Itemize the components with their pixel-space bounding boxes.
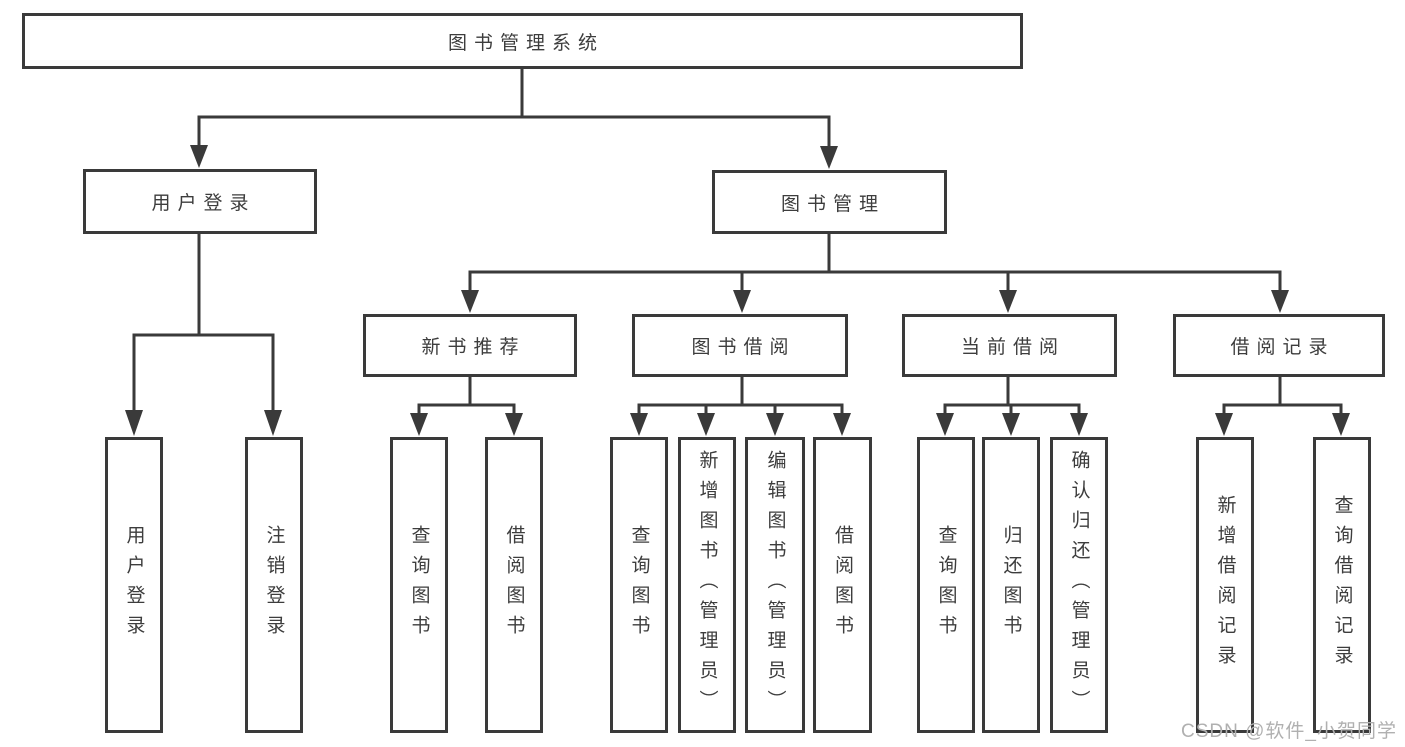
arrow-down-icon xyxy=(125,410,143,436)
arrow-down-icon xyxy=(733,290,751,313)
arrow-down-icon xyxy=(190,145,208,168)
leaf-add-book-admin: 新增图书（管理员） xyxy=(678,437,736,733)
arrow-down-icon xyxy=(999,290,1017,313)
leaf-borrow-books-borrowing: 借阅图书 xyxy=(813,437,872,733)
leaf-query-books-current-label: 查询图书 xyxy=(935,525,957,645)
leaf-query-borrow-record-label: 查询借阅记录 xyxy=(1331,495,1353,675)
leaf-user-login: 用户登录 xyxy=(105,437,163,733)
arrow-down-icon xyxy=(1070,413,1088,436)
arrow-down-icon xyxy=(1002,413,1020,436)
leaf-query-books-borrowing: 查询图书 xyxy=(610,437,668,733)
connector-borrowing-records-children xyxy=(1215,375,1350,436)
leaf-query-books-current: 查询图书 xyxy=(917,437,975,733)
node-book-management: 图书管理 xyxy=(712,170,947,234)
connector-book-management-sections xyxy=(461,232,1289,313)
leaf-borrow-books-recommend-label: 借阅图书 xyxy=(503,525,525,645)
node-new-book-recommend: 新书推荐 xyxy=(363,314,577,377)
leaf-query-books-borrowing-label: 查询图书 xyxy=(628,525,650,645)
leaf-return-books-label: 归还图书 xyxy=(1000,525,1022,645)
arrow-down-icon xyxy=(833,413,851,436)
node-borrowing-records-label: 借阅记录 xyxy=(1230,337,1335,358)
arrow-down-icon xyxy=(1271,290,1289,313)
leaf-logout-label: 注销登录 xyxy=(263,525,285,645)
node-user-login: 用户登录 xyxy=(83,169,317,234)
leaf-add-borrow-record: 新增借阅记录 xyxy=(1196,437,1254,733)
leaf-confirm-return-admin: 确认归还（管理员） xyxy=(1050,437,1108,733)
arrow-down-icon xyxy=(1332,413,1350,436)
connector-user-login-children xyxy=(125,232,282,436)
leaf-add-book-admin-label: 新增图书（管理员） xyxy=(696,450,718,720)
connector-current-borrowing-children xyxy=(936,375,1088,436)
connector-book-borrowing-children xyxy=(630,375,851,436)
arrow-down-icon xyxy=(410,413,428,436)
node-user-login-label: 用户登录 xyxy=(151,193,256,214)
arrow-down-icon xyxy=(505,413,523,436)
arrow-down-icon xyxy=(697,413,715,436)
leaf-borrow-books-borrowing-label: 借阅图书 xyxy=(832,525,853,645)
node-root-label: 图书管理系统 xyxy=(447,32,604,54)
node-root: 图书管理系统 xyxy=(22,13,1023,69)
leaf-edit-book-admin-label: 编辑图书（管理员） xyxy=(764,450,786,720)
leaf-user-login-label: 用户登录 xyxy=(123,525,145,645)
leaf-return-books: 归还图书 xyxy=(982,437,1040,733)
arrow-down-icon xyxy=(461,290,479,313)
node-current-borrowing: 当前借阅 xyxy=(902,314,1117,377)
node-borrowing-records: 借阅记录 xyxy=(1173,314,1385,377)
arrow-down-icon xyxy=(1215,413,1233,436)
node-current-borrowing-label: 当前借阅 xyxy=(960,337,1065,358)
leaf-logout: 注销登录 xyxy=(245,437,303,733)
leaf-borrow-books-recommend: 借阅图书 xyxy=(485,437,543,733)
node-book-borrowing-label: 图书借阅 xyxy=(691,337,796,358)
leaf-add-borrow-record-label: 新增借阅记录 xyxy=(1214,495,1236,675)
connector-root-to-level2 xyxy=(190,67,838,169)
node-book-borrowing: 图书借阅 xyxy=(632,314,848,377)
arrow-down-icon xyxy=(820,146,838,169)
csdn-watermark: CSDN @软件_小贺同学 xyxy=(1181,721,1397,742)
leaf-edit-book-admin: 编辑图书（管理员） xyxy=(745,437,805,733)
arrow-down-icon xyxy=(766,413,784,436)
leaf-query-books-recommend-label: 查询图书 xyxy=(408,525,430,645)
arrow-down-icon xyxy=(630,413,648,436)
connector-new-book-children xyxy=(410,375,523,436)
arrow-down-icon xyxy=(264,410,282,436)
node-book-management-label: 图书管理 xyxy=(780,193,885,215)
arrow-down-icon xyxy=(936,413,954,436)
leaf-query-borrow-record: 查询借阅记录 xyxy=(1313,437,1371,733)
leaf-confirm-return-admin-label: 确认归还（管理员） xyxy=(1068,450,1090,720)
node-new-book-recommend-label: 新书推荐 xyxy=(421,337,526,358)
leaf-query-books-recommend: 查询图书 xyxy=(390,437,448,733)
